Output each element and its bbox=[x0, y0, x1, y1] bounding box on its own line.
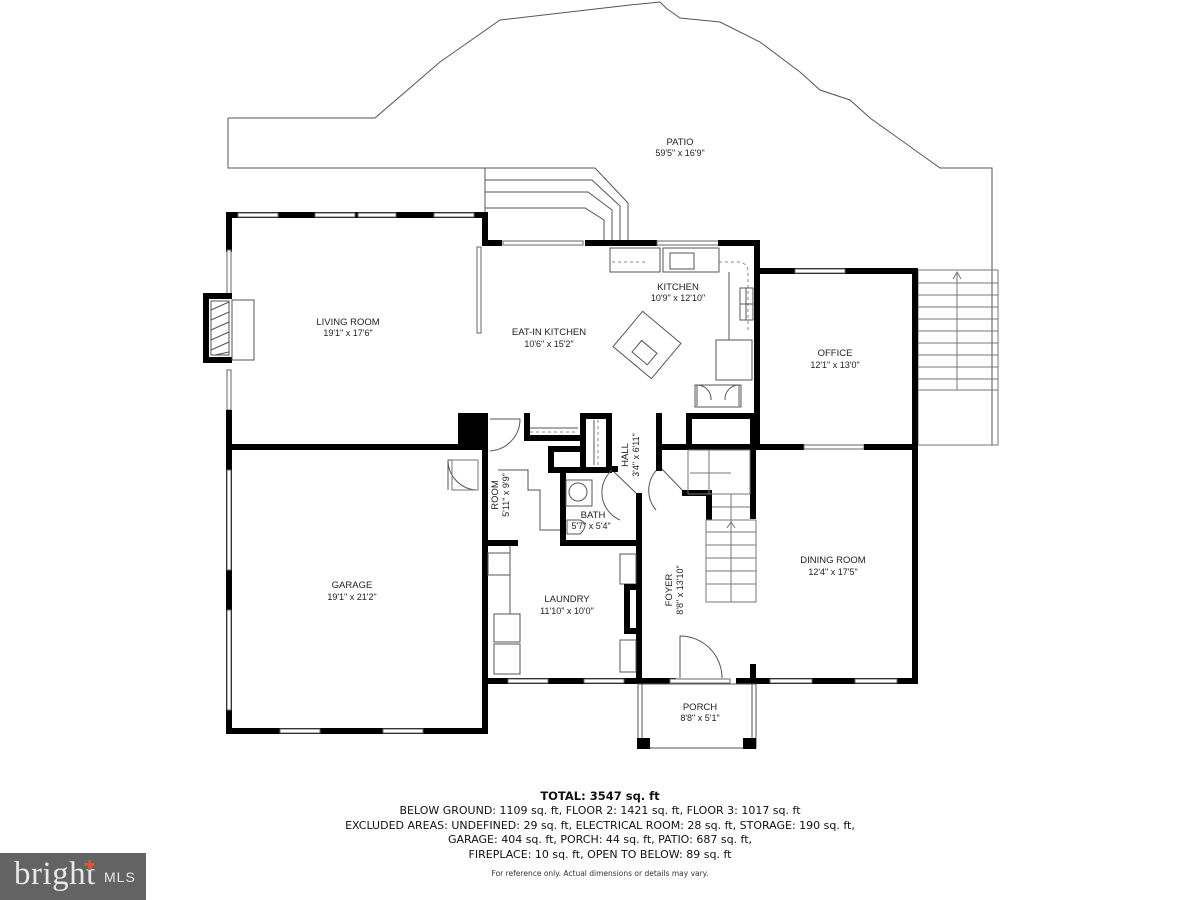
logo-suffix: MLS bbox=[104, 869, 136, 885]
area-summary: TOTAL: 3547 sq. ft BELOW GROUND: 1109 sq… bbox=[0, 789, 1200, 862]
logo-plus-icon bbox=[84, 860, 94, 870]
disclaimer-text: For reference only. Actual dimensions or… bbox=[491, 869, 709, 878]
room-dims-dining-room: 12'4" x 17'5" bbox=[808, 567, 857, 577]
excluded-areas-line: FIREPLACE: 10 sq. ft, OPEN TO BELOW: 89 … bbox=[468, 847, 732, 861]
room-dims-bath: 5'7" x 5'4" bbox=[571, 521, 610, 531]
kitchen-walls bbox=[482, 240, 780, 408]
room-dims-eat-in-kitchen: 10'6" x 15'2" bbox=[524, 339, 573, 349]
room-dims-hall: 3'4" x 6'11" bbox=[631, 433, 641, 477]
room-dims-porch: 8'8" x 5'1" bbox=[680, 713, 719, 723]
total-area: TOTAL: 3547 sq. ft bbox=[540, 789, 660, 803]
porch-outline bbox=[637, 683, 757, 749]
room-label-living-room: LIVING ROOM bbox=[316, 317, 379, 328]
excluded-areas-line: EXCLUDED AREAS: UNDEFINED: 29 sq. ft, EL… bbox=[345, 818, 855, 832]
room-label-room: ROOM bbox=[490, 480, 501, 510]
area-breakdown-line: BELOW GROUND: 1109 sq. ft, FLOOR 2: 1421… bbox=[399, 804, 801, 817]
room-label-patio: PATIO bbox=[666, 137, 693, 148]
bright-mls-logo: bright MLS bbox=[0, 853, 146, 900]
dining-room-walls bbox=[755, 444, 918, 684]
room-label-office: OFFICE bbox=[818, 348, 853, 359]
room-dims-room: 5'11" x 9'9" bbox=[501, 473, 511, 517]
room-label-eat-in-kitchen: EAT-IN KITCHEN bbox=[512, 327, 586, 338]
laundry-walls bbox=[482, 546, 642, 684]
room-dims-patio: 59'5" x 16'9" bbox=[655, 148, 704, 158]
room-label-dining-room: DINING ROOM bbox=[800, 555, 866, 566]
room-label-kitchen: KITCHEN bbox=[657, 282, 699, 293]
office-walls bbox=[754, 268, 918, 450]
room-label-foyer: FOYER bbox=[664, 574, 675, 607]
logo-wordmark: bright bbox=[14, 856, 96, 892]
room-label-porch: PORCH bbox=[683, 702, 717, 713]
room-dims-kitchen: 10'9" x 12'10" bbox=[651, 293, 705, 303]
garage-walls bbox=[226, 444, 488, 734]
room-dims-laundry: 11'10" x 10'0" bbox=[540, 606, 594, 616]
room-label-garage: GARAGE bbox=[332, 580, 373, 591]
deck-stairs bbox=[917, 269, 999, 446]
room-dims-office: 12'1" x 13'0" bbox=[810, 360, 859, 370]
room-labels: PATIO 59'5" x 16'9" LIVING ROOM 19'1" x … bbox=[316, 137, 865, 723]
room-label-hall: HALL bbox=[620, 443, 631, 467]
excluded-areas-line: GARAGE: 404 sq. ft, PORCH: 44 sq. ft, PA… bbox=[447, 833, 753, 846]
main-stairs bbox=[687, 449, 757, 603]
foyer-walls bbox=[636, 635, 756, 684]
room-label-bath: BATH bbox=[581, 510, 606, 521]
room-dims-garage: 19'1" x 21'2" bbox=[327, 592, 376, 602]
living-room-walls bbox=[203, 212, 488, 450]
room-dims-living-room: 19'1" x 17'6" bbox=[323, 328, 372, 338]
core-walls bbox=[482, 413, 756, 685]
room-label-laundry: LAUNDRY bbox=[544, 594, 590, 605]
room-dims-foyer: 8'8" x 13'10" bbox=[675, 565, 685, 614]
patio-outline bbox=[227, 1, 993, 445]
